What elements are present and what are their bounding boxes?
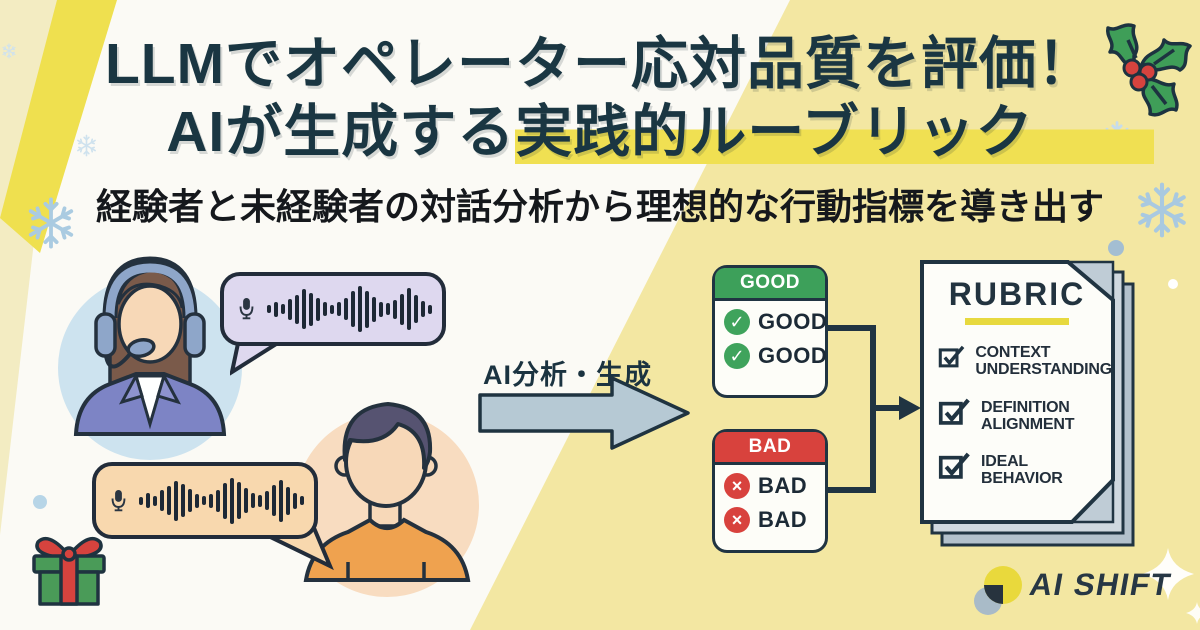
sparkle-icon: [1186, 602, 1200, 624]
connector-lines: [826, 325, 921, 493]
headset-icon: [94, 312, 206, 369]
good-card: GOOD ✓ GOOD ✓ GOOD: [712, 265, 828, 398]
microphone-icon: [111, 489, 126, 511]
cross-circle-icon: ×: [724, 473, 750, 499]
dot-decoration: [1108, 240, 1124, 256]
operator-illustration: [58, 256, 242, 460]
dot-decoration: [33, 495, 47, 509]
bad-row: × BAD: [724, 507, 825, 533]
waveform-icon: [267, 276, 432, 342]
rubric-title: RUBRIC: [948, 276, 1086, 312]
microphone-icon: [239, 297, 254, 320]
page-title: LLMでオペレーター応対品質を評価！ AIが生成する実践的ルーブリック: [0, 30, 1200, 166]
holly-icon: [1106, 23, 1192, 117]
dot-decoration: [1168, 279, 1178, 289]
bad-card: BAD × BAD × BAD: [712, 429, 828, 553]
checkbox-checked-icon: [938, 398, 970, 425]
checkbox-checked-icon: [938, 452, 970, 479]
check-circle-icon: ✓: [724, 343, 750, 369]
logo-text: AI SHIFT: [1027, 567, 1175, 602]
waveform-icon: [139, 466, 304, 535]
arrow-right-icon: [478, 376, 690, 450]
bad-row: × BAD: [724, 473, 825, 499]
checkbox-checked-icon: [938, 345, 965, 368]
good-card-header: GOOD: [715, 268, 825, 301]
customer-voice-bubble: [92, 462, 318, 539]
operator-voice-bubble: [220, 272, 446, 346]
good-row: ✓ GOOD: [724, 309, 827, 335]
check-circle-icon: ✓: [724, 309, 750, 335]
title-highlight: 実践的ルーブリック: [515, 100, 1154, 164]
title-line1: LLMでオペレーター応対品質を評価！: [104, 32, 1096, 96]
customer-illustration: [295, 402, 479, 597]
good-row: ✓ GOOD: [724, 343, 827, 369]
logo-mark-icon: [974, 566, 1022, 615]
title-line2: AIが生成する実践的ルーブリック: [0, 98, 1200, 166]
subtitle: 経験者と未経験者の対話分析から理想的な行動指標を導き出す: [95, 186, 1104, 227]
cross-circle-icon: ×: [724, 507, 750, 533]
rubric-underline: [965, 318, 1069, 325]
gift-icon: [32, 536, 106, 606]
bad-card-header: BAD: [715, 432, 825, 465]
